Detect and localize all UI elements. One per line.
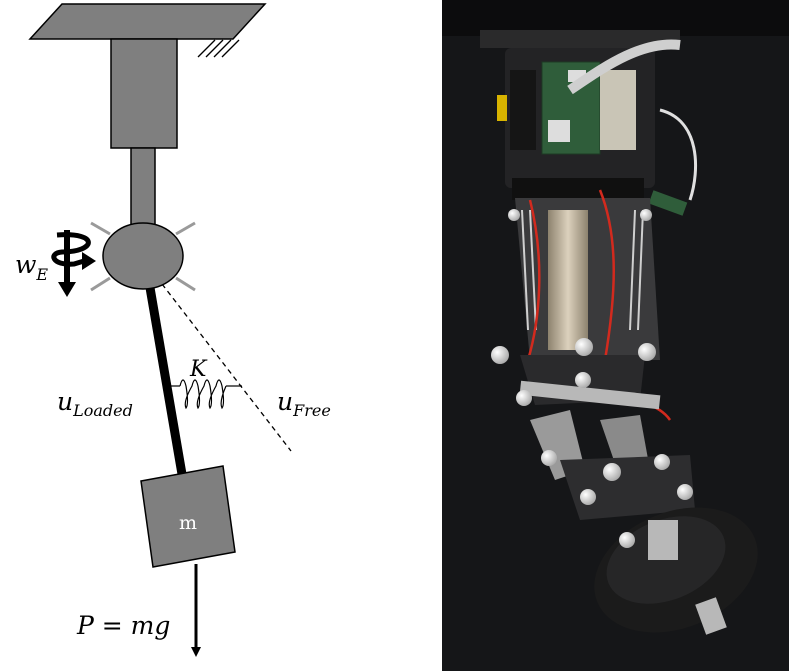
mass-label: m [179, 512, 197, 534]
actuator-housing [110, 38, 178, 149]
robot-photo [442, 0, 789, 671]
free-position-line [161, 283, 292, 452]
loaded-link [143, 275, 188, 481]
actuator-shaft [130, 147, 156, 226]
motion-capture-markers [491, 209, 693, 548]
force-label: P = mg [76, 611, 170, 640]
loaded-label: uLoaded [57, 387, 133, 420]
stiffness-label: K [189, 357, 208, 382]
pendulum-diagram: wE K uLoaded uFree m P = mg [15, 3, 331, 657]
central-shaft [548, 210, 588, 350]
free-label: uFree [277, 387, 331, 420]
ceiling-plate [28, 3, 267, 40]
spring-icon [169, 379, 242, 410]
joint-hub [102, 222, 184, 290]
joint-tick-marks [90, 221, 196, 292]
ceiling-hatch [197, 39, 240, 58]
torque-icon [51, 230, 96, 297]
torque-label: wE [15, 250, 48, 284]
weight-plate [594, 507, 758, 635]
mass-block [140, 465, 236, 568]
